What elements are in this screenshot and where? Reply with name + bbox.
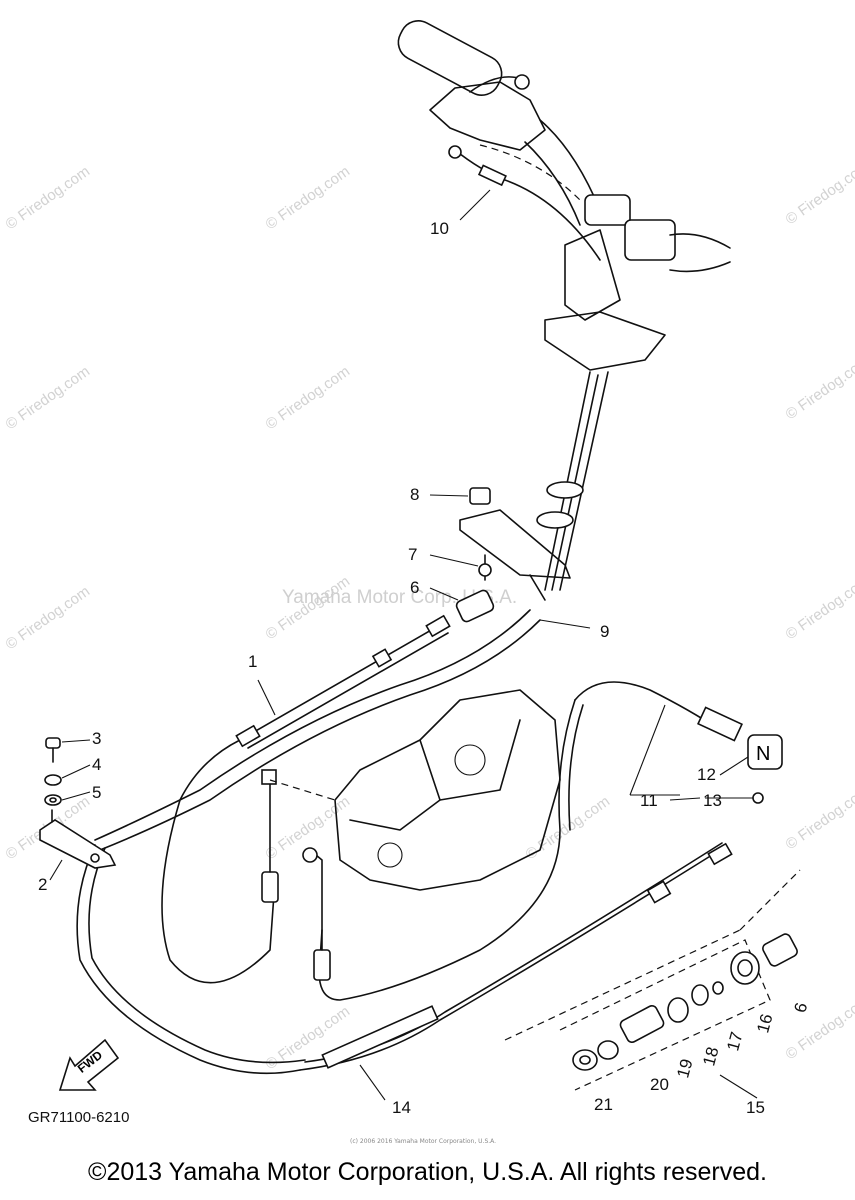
part-label-19: 19 [673,1057,696,1080]
part-label-1: 1 [248,652,257,671]
part-label-17: 17 [723,1030,746,1053]
part-label-6b: 6 [790,1001,811,1015]
part-label-11: 11 [640,791,658,810]
fwd-arrow: FWD [58,1038,120,1091]
watermark: © Firedog.com [783,783,855,853]
part-label-5: 5 [92,783,101,802]
part-label-13: 13 [703,791,722,810]
watermark: © Firedog.com [263,363,354,433]
watermark: © Firedog.com [783,158,855,228]
part-label-7: 7 [408,545,417,564]
drawing-code: GR71100-6210 [28,1109,129,1126]
watermark: © Firedog.com [263,573,354,643]
part-label-21: 21 [594,1095,613,1114]
cable-14 [299,842,733,1071]
watermark: © Firedog.com [263,163,354,233]
part-label-16: 16 [753,1012,776,1035]
part-label-15: 15 [746,1098,765,1117]
neutral-indicator: N [756,743,770,765]
part-label-20: 20 [650,1075,669,1094]
watermark: © Firedog.com [3,163,94,233]
parts-diagram: © Firedog.com © Firedog.com © Firedog.co… [3,20,855,1145]
cable-10 [448,145,601,261]
watermark: © Firedog.com [3,363,94,433]
leader-lines [49,189,758,1101]
part-label-2: 2 [38,875,47,894]
part-label-18: 18 [699,1045,722,1068]
part-label-4: 4 [92,755,101,774]
small-parts [39,487,495,869]
watermark: © Firedog.com [3,583,94,653]
part-label-8: 8 [410,485,419,504]
copyright-footer: ©2013 Yamaha Motor Corporation, U.S.A. A… [88,1158,767,1186]
part-label-9: 9 [600,622,609,641]
part-label-3: 3 [92,729,101,748]
part-label-14: 14 [392,1098,411,1117]
assembly-15 [504,869,801,1091]
cable-bundle [76,609,541,1075]
watermark: © Firedog.com [783,353,855,423]
fine-print: (c) 2006 2016 Yamaha Motor Corporation, … [350,1138,496,1145]
part-label-12: 12 [697,765,716,784]
engine [269,689,561,891]
part-labels: 10 8 7 6 9 1 3 4 5 2 12 11 13 14 15 6 16… [38,219,811,1117]
cable-11: N [302,681,783,1001]
handlebar-assembly [397,20,731,601]
part-label-6: 6 [410,578,419,597]
watermark: © Firedog.com [783,573,855,643]
part-label-10: 10 [430,219,449,238]
